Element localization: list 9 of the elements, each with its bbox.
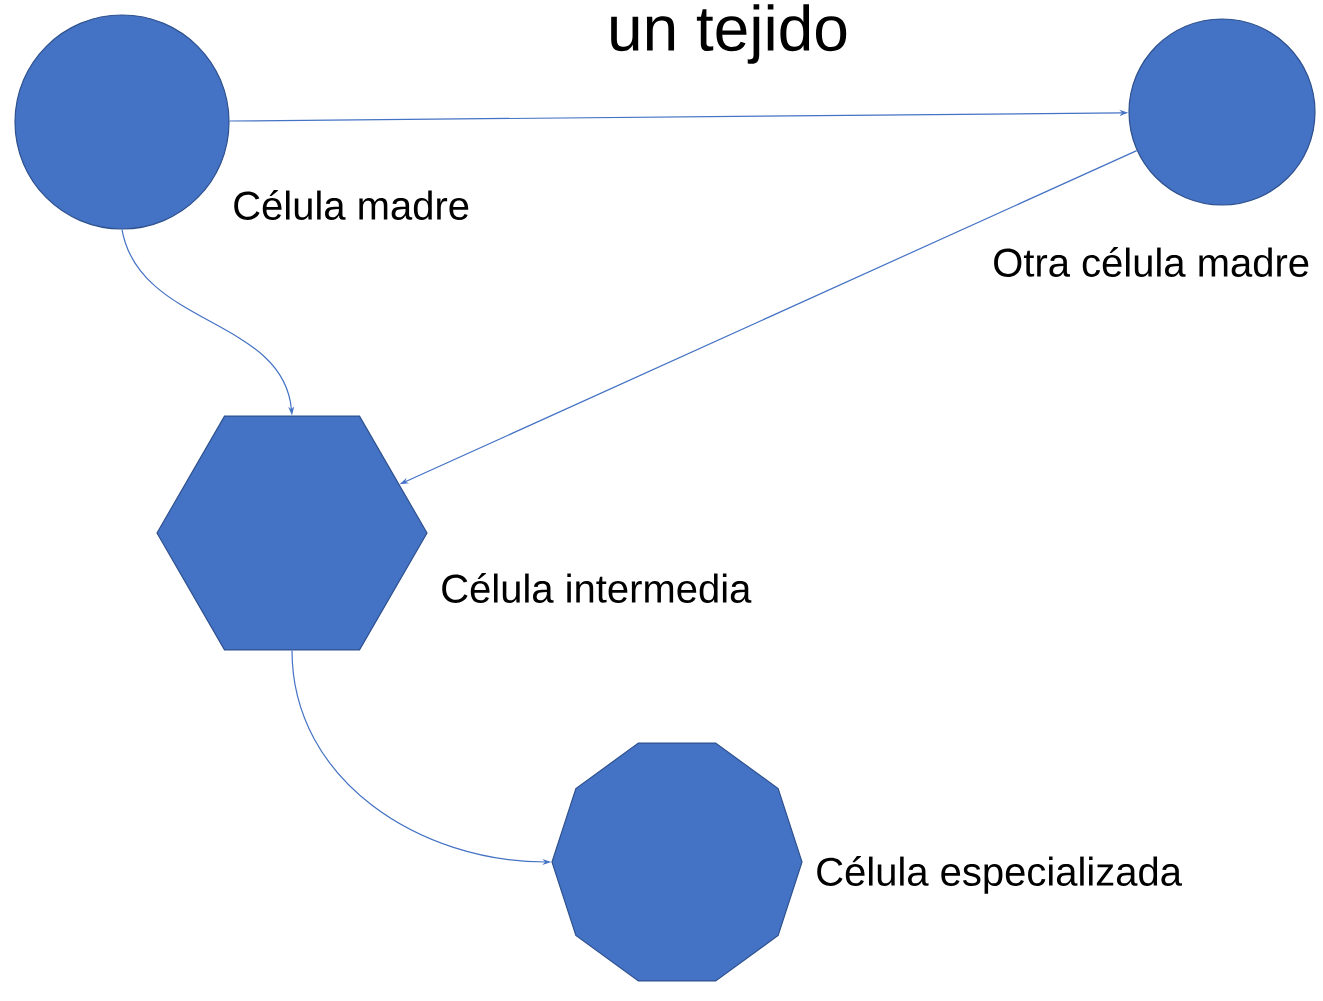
decagon-shape	[551, 742, 803, 982]
circle-shape	[1128, 18, 1316, 206]
hexagon-shape	[156, 415, 428, 651]
cell-label: Célula especializada	[817, 856, 1182, 894]
circle-shape	[14, 14, 230, 230]
title: un tejido	[611, 4, 847, 64]
cell-label: Célula intermedia	[442, 573, 752, 603]
cell-label: Célula madre	[234, 190, 469, 220]
cell-label: Otra célula madre	[994, 247, 1309, 277]
